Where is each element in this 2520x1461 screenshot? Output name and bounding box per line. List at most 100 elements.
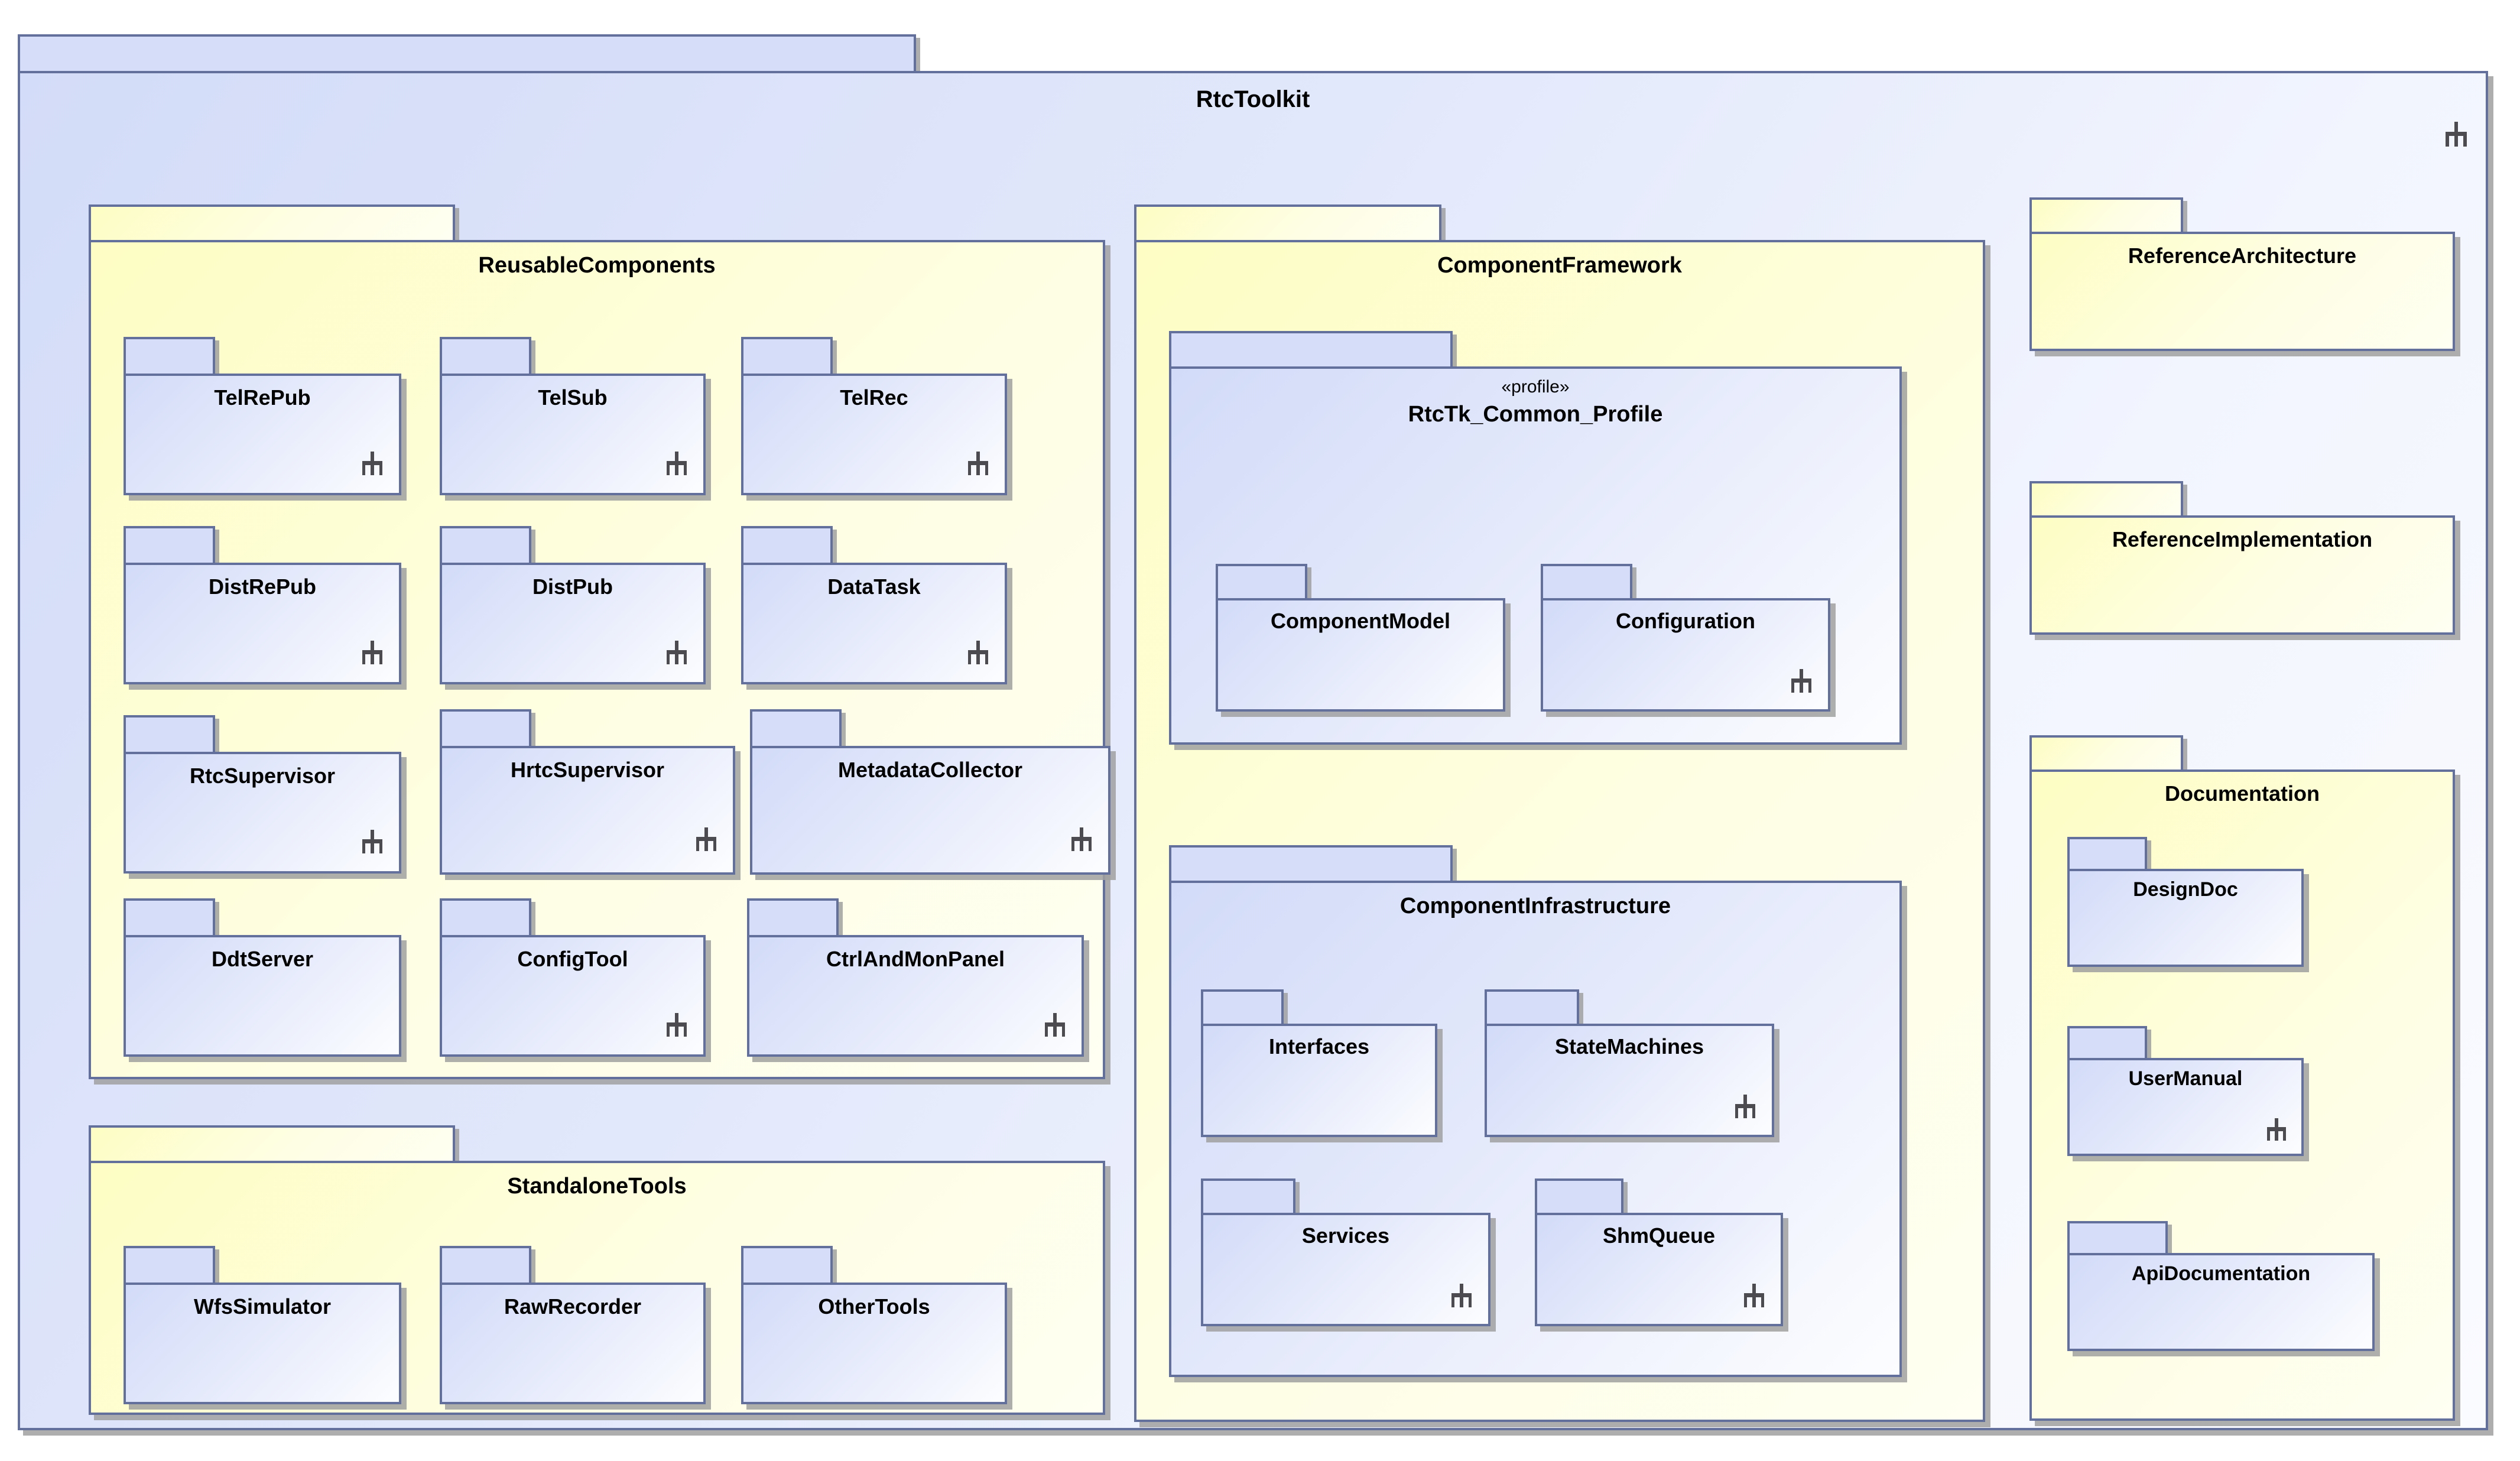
- package-body: UserManual: [2067, 1058, 2304, 1156]
- package-body: ComponentFramework «profile» RtcTk_Commo…: [1134, 240, 1985, 1422]
- package-body: MetadataCollector: [750, 746, 1110, 875]
- package-componentinfrastructure[interactable]: ComponentInfrastructure Interfaces: [1169, 845, 1902, 1377]
- package-rawrecorder[interactable]: RawRecorder: [440, 1246, 706, 1404]
- package-configtool[interactable]: ConfigTool: [440, 898, 706, 1057]
- package-ctrlandmonpanel[interactable]: CtrlAndMonPanel: [747, 898, 1084, 1057]
- package-configuration[interactable]: Configuration: [1541, 564, 1830, 712]
- package-title: StandaloneTools: [507, 1174, 687, 1199]
- package-tab: [440, 526, 531, 565]
- package-telrepub[interactable]: TelRePub: [124, 337, 401, 495]
- package-body: DistRePub: [124, 563, 401, 684]
- package-distpub[interactable]: DistPub: [440, 526, 706, 684]
- package-title: Documentation: [2164, 781, 2320, 806]
- page-title: RtcToolkit: [1196, 86, 1310, 112]
- package-title: ComponentModel: [1271, 609, 1450, 633]
- package-documentation[interactable]: Documentation DesignDoc UserManual: [2029, 735, 2455, 1421]
- component-marker-icon: [2267, 1118, 2286, 1141]
- package-title: ConfigTool: [517, 947, 628, 971]
- package-tab: [440, 709, 531, 748]
- package-body: ConfigTool: [440, 935, 706, 1057]
- package-telsub[interactable]: TelSub: [440, 337, 706, 495]
- package-title: WfsSimulator: [193, 1294, 331, 1319]
- component-marker-icon: [968, 641, 988, 664]
- package-othertools[interactable]: OtherTools: [741, 1246, 1007, 1404]
- package-body: Interfaces: [1201, 1024, 1437, 1137]
- package-title: DistRePub: [208, 574, 317, 599]
- package-standalonetools[interactable]: StandaloneTools WfsSimulator RawRecorder: [89, 1125, 1105, 1415]
- package-referenceimplementation[interactable]: ReferenceImplementation: [2029, 481, 2455, 635]
- package-rtctoolkit[interactable]: RtcToolkit ReusableComponents TelRePub: [18, 34, 2488, 1430]
- package-title: ReusableComponents: [478, 253, 716, 278]
- package-body: Documentation DesignDoc UserManual: [2029, 770, 2455, 1421]
- package-title: DataTask: [827, 574, 921, 599]
- package-body: DistPub: [440, 563, 706, 684]
- package-body: DesignDoc: [2067, 869, 2304, 967]
- package-body: RtcSupervisor: [124, 752, 401, 874]
- component-marker-icon: [696, 827, 716, 851]
- package-tab: [1541, 564, 1632, 600]
- package-title: ComponentInfrastructure: [1399, 894, 1671, 918]
- package-distrepub[interactable]: DistRePub: [124, 526, 401, 684]
- package-designdoc[interactable]: DesignDoc: [2067, 837, 2304, 967]
- package-body: «profile» RtcTk_Common_Profile Component…: [1169, 366, 1902, 745]
- package-tab: [124, 337, 215, 376]
- package-tab: [124, 715, 215, 754]
- package-body: ComponentInfrastructure Interfaces: [1169, 881, 1902, 1377]
- package-tab: [2067, 837, 2147, 871]
- package-title: ReferenceImplementation: [2112, 527, 2373, 551]
- package-tab: [2029, 735, 2183, 772]
- component-marker-icon: [667, 452, 687, 475]
- component-marker-icon: [968, 452, 988, 475]
- package-body: ReferenceArchitecture: [2029, 232, 2455, 351]
- package-reusablecomponents[interactable]: ReusableComponents TelRePub T: [89, 204, 1110, 1079]
- package-referencearchitecture[interactable]: ReferenceArchitecture: [2029, 197, 2455, 351]
- package-usermanual[interactable]: UserManual: [2067, 1026, 2304, 1156]
- package-body: TelRePub: [124, 374, 401, 495]
- package-services[interactable]: Services: [1201, 1178, 1490, 1326]
- package-body: CtrlAndMonPanel: [747, 935, 1084, 1057]
- package-tab: [2029, 197, 2183, 234]
- package-body: TelSub: [440, 374, 706, 495]
- package-body: ReferenceImplementation: [2029, 515, 2455, 635]
- component-marker-icon: [2446, 122, 2467, 147]
- package-datatask[interactable]: DataTask: [741, 526, 1007, 684]
- package-body: StateMachines: [1485, 1024, 1774, 1137]
- package-componentmodel[interactable]: ComponentModel: [1216, 564, 1505, 712]
- package-title: StateMachines: [1554, 1034, 1704, 1059]
- package-apidocumentation[interactable]: ApiDocumentation: [2067, 1221, 2375, 1351]
- package-body: StandaloneTools WfsSimulator RawRecorder: [89, 1161, 1105, 1415]
- package-tab: [2029, 481, 2183, 518]
- package-tab: [1485, 989, 1579, 1026]
- package-title: TelRePub: [214, 385, 311, 410]
- package-wfssimulator[interactable]: WfsSimulator: [124, 1246, 401, 1404]
- package-title: RawRecorder: [504, 1294, 642, 1319]
- package-shmqueue[interactable]: ShmQueue: [1535, 1178, 1783, 1326]
- package-body: ApiDocumentation: [2067, 1253, 2375, 1351]
- package-rtcsupervisor[interactable]: RtcSupervisor: [124, 715, 401, 874]
- package-title: Interfaces: [1268, 1034, 1370, 1059]
- package-hrtcsupervisor[interactable]: HrtcSupervisor: [440, 709, 735, 875]
- package-tab: [741, 526, 833, 565]
- package-tab: [440, 898, 531, 937]
- package-interfaces[interactable]: Interfaces: [1201, 989, 1437, 1137]
- package-rtctk-common-profile[interactable]: «profile» RtcTk_Common_Profile Component…: [1169, 331, 1902, 745]
- package-telrec[interactable]: TelRec: [741, 337, 1007, 495]
- package-tab: [1201, 989, 1284, 1026]
- package-tab: [89, 204, 455, 242]
- package-tab: [741, 337, 833, 376]
- package-tab: [747, 898, 839, 937]
- package-tab: [1134, 204, 1441, 242]
- package-title: MetadataCollector: [837, 758, 1023, 782]
- package-tab: [2067, 1026, 2147, 1060]
- package-title: RtcSupervisor: [189, 764, 336, 788]
- package-tab: [1201, 1178, 1295, 1215]
- component-marker-icon: [667, 641, 687, 664]
- package-ddtserver[interactable]: DdtServer: [124, 898, 401, 1057]
- package-statemachines[interactable]: StateMachines: [1485, 989, 1774, 1137]
- package-metadatacollector[interactable]: MetadataCollector: [750, 709, 1110, 875]
- package-componentframework[interactable]: ComponentFramework «profile» RtcTk_Commo…: [1134, 204, 1985, 1422]
- package-body: TelRec: [741, 374, 1007, 495]
- package-tab: [124, 898, 215, 937]
- package-body: RtcToolkit ReusableComponents TelRePub: [18, 71, 2488, 1430]
